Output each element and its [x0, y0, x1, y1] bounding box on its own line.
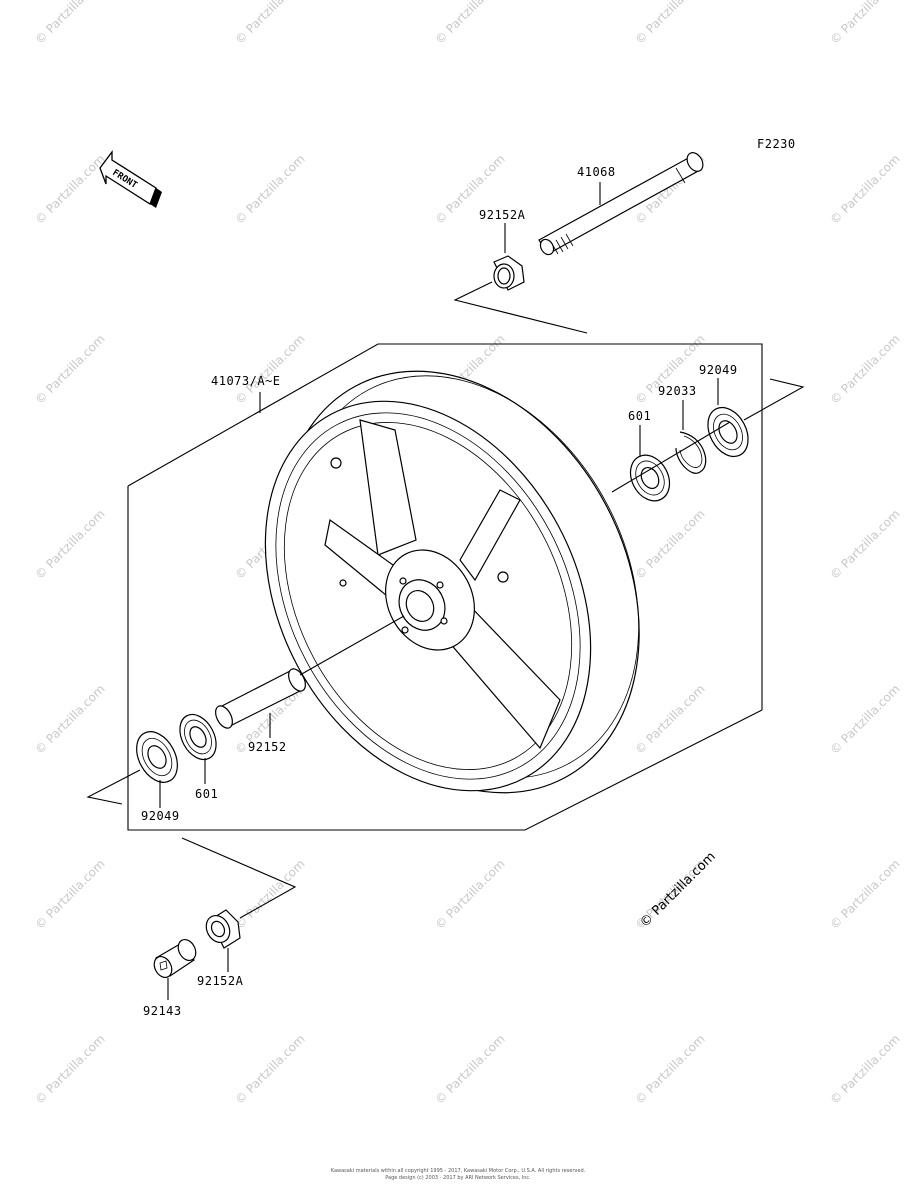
copyright-line: Kawasaki materials within all copyright …	[331, 1168, 586, 1174]
callout-92033: 92033	[658, 384, 697, 398]
watermark: © Partzilla.com	[32, 857, 107, 932]
callout-601-left: 601	[195, 787, 218, 801]
watermark: © Partzilla.com	[827, 507, 902, 582]
watermark: © Partzilla.com	[632, 507, 707, 582]
callout-92152: 92152	[248, 740, 287, 754]
copyright-line-2: Page design (c) 2003 - 2017 by ARI Netwo…	[385, 1175, 531, 1181]
bearing-left-part[interactable]	[173, 708, 224, 765]
seal-right-part[interactable]	[700, 401, 756, 464]
axle-line	[453, 281, 588, 334]
watermark: © Partzilla.com	[232, 857, 307, 932]
watermark: © Partzilla.com	[632, 682, 707, 757]
spacer-part[interactable]	[212, 666, 309, 731]
watermark: © Partzilla.com	[827, 682, 902, 757]
callout-601-right: 601	[628, 409, 651, 423]
callout-92152A-top: 92152A	[479, 208, 526, 222]
watermark: © Partzilla.com	[632, 0, 707, 47]
assembly-box-top	[127, 343, 763, 710]
watermark: © Partzilla.com	[232, 0, 307, 47]
watermark: © Partzilla.com	[432, 1032, 507, 1107]
callout-92143: 92143	[143, 1004, 182, 1018]
callout-41068: 41068	[577, 165, 616, 179]
circlip-part[interactable]	[675, 431, 707, 474]
seal-left-part[interactable]	[128, 725, 185, 790]
watermark: © Partzilla.com	[827, 152, 902, 227]
watermark: © Partzilla.com	[827, 332, 902, 407]
axle-line	[743, 378, 805, 421]
watermark: © Partzilla.com	[827, 0, 902, 47]
axle-line	[86, 769, 141, 805]
watermark: © Partzilla.com	[32, 152, 107, 227]
watermark: © Partzilla.com	[827, 857, 902, 932]
front-arrow-icon: FRONT	[99, 150, 162, 208]
axle-part[interactable]	[538, 150, 706, 257]
axle-line	[611, 421, 731, 493]
axle-line	[299, 615, 405, 676]
watermark: © Partzilla.com	[232, 1032, 307, 1107]
watermark: © Partzilla.com	[232, 152, 307, 227]
assembly-box-bottom	[127, 486, 763, 831]
watermark: © Partzilla.com	[32, 0, 107, 47]
watermark: © Partzilla.com	[32, 1032, 107, 1107]
watermark: © Partzilla.com	[632, 1032, 707, 1107]
watermark: © Partzilla.com	[32, 332, 107, 407]
watermark: © Partzilla.com	[32, 507, 107, 582]
watermark: © Partzilla.com	[827, 1032, 902, 1107]
callout-92152A-bottom: 92152A	[197, 974, 244, 988]
callout-41073: 41073/A~E	[211, 374, 281, 388]
collar-top-part[interactable]	[493, 255, 525, 291]
wheel-part[interactable]	[201, 309, 710, 856]
bearing-right-part[interactable]	[623, 448, 677, 507]
diagram-code: F2230	[757, 137, 796, 151]
watermark-prominent: © Partzilla.com	[637, 849, 719, 931]
collar-bottom-part[interactable]	[202, 909, 241, 949]
collar-92143-part[interactable]	[151, 937, 199, 981]
callout-92049-right: 92049	[699, 363, 738, 377]
watermark: © Partzilla.com	[432, 0, 507, 47]
watermark: © Partzilla.com	[32, 682, 107, 757]
axle-line	[181, 837, 297, 919]
watermark: © Partzilla.com	[232, 332, 307, 407]
watermark: © Partzilla.com	[432, 857, 507, 932]
callout-92049-left: 92049	[141, 809, 180, 823]
